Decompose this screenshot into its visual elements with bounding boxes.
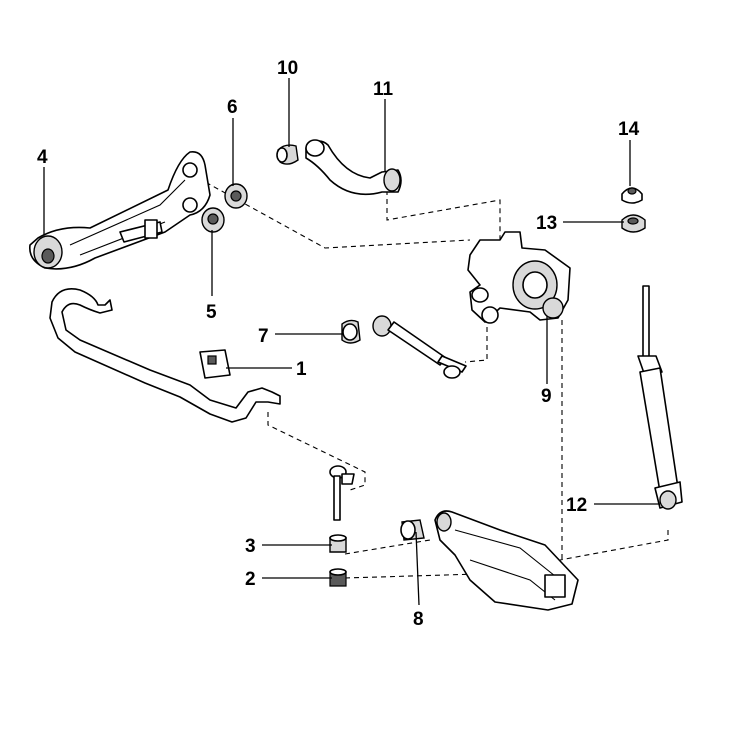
stabilizer-link — [329, 465, 355, 521]
callout-9: 9 — [541, 386, 552, 407]
callout-numbers: 1 2 3 4 5 6 7 8 9 10 11 12 13 14 — [37, 58, 640, 630]
callout-8: 8 — [413, 609, 424, 630]
callout-2: 2 — [245, 569, 256, 590]
callout-13: 13 — [536, 213, 557, 234]
bushing-part-8 — [400, 519, 425, 541]
callout-12: 12 — [566, 495, 587, 516]
callout-3: 3 — [245, 536, 256, 557]
callout-7: 7 — [258, 326, 269, 347]
spring-seat-part-14 — [621, 187, 643, 204]
callout-1: 1 — [296, 359, 307, 380]
callout-5: 5 — [206, 302, 217, 323]
callout-10: 10 — [277, 58, 298, 79]
spring-seat-part-13 — [621, 214, 646, 233]
camber-arm-part-11 — [305, 139, 402, 196]
bushing-part-7 — [341, 319, 361, 344]
callout-11: 11 — [373, 79, 394, 100]
callout-14: 14 — [618, 119, 640, 140]
steering-knuckle — [467, 231, 571, 324]
leader-lines — [43, 78, 660, 606]
shock-absorber-part-12 — [637, 285, 683, 510]
bushing-part-10 — [276, 144, 299, 165]
lateral-link — [372, 315, 467, 379]
lower-arm — [434, 510, 579, 611]
stabilizer-bar — [49, 288, 281, 423]
callout-4: 4 — [37, 147, 48, 168]
bushing-part-5 — [201, 207, 225, 233]
bushing-part-6 — [224, 183, 248, 209]
bushing-part-2 — [329, 568, 347, 587]
assembly-dashed-lines — [197, 177, 669, 590]
bushing-part-3 — [329, 534, 347, 553]
upper-arm-part-4 — [28, 150, 211, 270]
callout-6: 6 — [227, 97, 238, 118]
